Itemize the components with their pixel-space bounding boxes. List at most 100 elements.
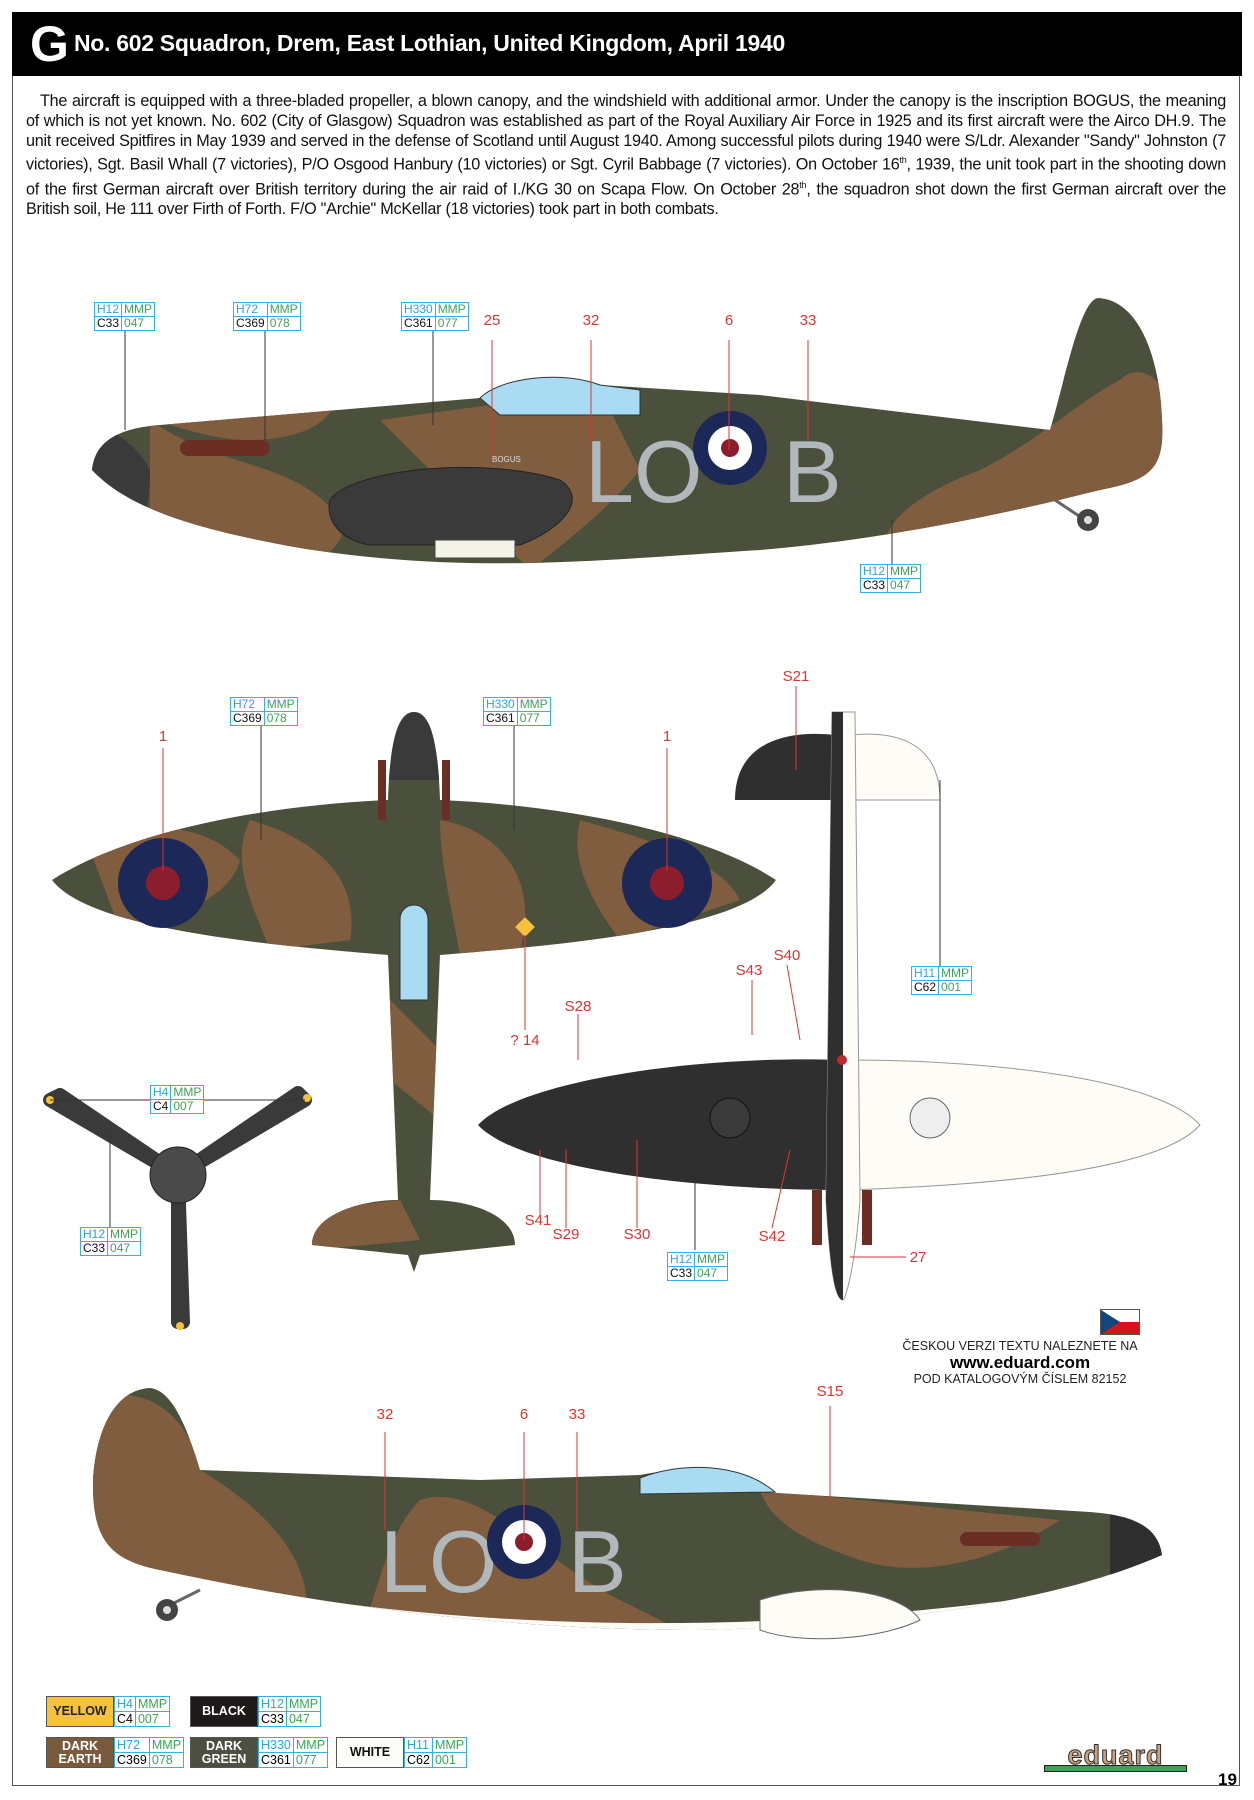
- decal-number: S29: [552, 1226, 580, 1243]
- czech-note-line: ČESKOU VERZI TEXTU NALEZNETE NA: [902, 1339, 1138, 1353]
- decal-number: 32: [582, 312, 600, 329]
- hobby-color-code: H330: [484, 698, 518, 712]
- decal-number: S41: [524, 1212, 552, 1229]
- mr-color-code: C33: [861, 579, 889, 592]
- mr-color-code: C369: [234, 317, 268, 330]
- mmp-number: 078: [266, 711, 287, 725]
- hobby-color-code: H330: [402, 303, 436, 317]
- decal-number: 27: [909, 1249, 927, 1266]
- description-part: , 1939, the unit took part in the shooti…: [26, 155, 1226, 198]
- code-letter-b: B: [783, 422, 842, 521]
- hobby-color-code: H12: [668, 1253, 696, 1267]
- decal-number: S15: [816, 1383, 844, 1400]
- mr-color-code: C33: [95, 317, 123, 330]
- color-code: C62: [405, 1753, 433, 1767]
- mmp-number: 077: [437, 316, 458, 330]
- page-header: G No. 602 Squadron, Drem, East Lothian, …: [12, 12, 1242, 76]
- czech-flag-icon: [1100, 1309, 1140, 1335]
- mmp-number: 077: [519, 711, 540, 725]
- description-text: The aircraft is equipped with a three-bl…: [26, 92, 1226, 220]
- mmp-number: 047: [890, 578, 911, 592]
- hobby-color-code: H12: [95, 303, 123, 317]
- mmp-label: MMP: [267, 302, 300, 317]
- decal-number: S28: [564, 998, 592, 1015]
- color-swatch: WHITE: [336, 1737, 404, 1768]
- ordinal-suffix: th: [899, 155, 907, 166]
- hobby-color-code: H11: [912, 967, 940, 981]
- decal-number: 6: [519, 1406, 529, 1423]
- description-part: The aircraft is equipped with a three-bl…: [26, 92, 1226, 174]
- decal-number: ? 14: [510, 1032, 540, 1049]
- hobby-color-code: H12: [81, 1228, 109, 1242]
- top-planform-view: [52, 712, 776, 1272]
- color-code: 078: [151, 1753, 173, 1767]
- color-code: 007: [137, 1712, 159, 1726]
- page-title: No. 602 Squadron, Drem, East Lothian, Un…: [74, 30, 785, 56]
- mmp-label: MMP: [888, 564, 921, 579]
- mmp-label: MMP: [108, 1227, 141, 1242]
- mmp-label: MMP: [517, 697, 550, 712]
- left-profile-view: BOGUS LO B: [92, 298, 1163, 565]
- mr-color-code: C33: [81, 1242, 109, 1255]
- mr-color-code: C361: [402, 317, 436, 330]
- color-code: H72: [115, 1738, 150, 1753]
- decal-number: 1: [662, 728, 672, 745]
- bogus-inscription: BOGUS: [492, 455, 521, 464]
- color-code: 047: [288, 1712, 310, 1726]
- code-letters-lo: LO: [585, 422, 702, 521]
- mmp-number: 001: [941, 980, 962, 994]
- color-code: C33: [259, 1712, 287, 1726]
- ordinal-suffix: th: [799, 179, 807, 190]
- mmp-number: 078: [269, 316, 290, 330]
- code-letters-lo-right: LO: [380, 1512, 497, 1611]
- decal-number: 33: [568, 1406, 586, 1423]
- right-profile-view: LO B: [92, 1388, 1162, 1640]
- mmp-number: 047: [124, 316, 145, 330]
- mmp-label: MMP: [171, 1085, 204, 1100]
- page-number: 19: [1218, 1770, 1237, 1789]
- color-code: MMP: [432, 1738, 467, 1753]
- eduard-url-link[interactable]: www.eduard.com: [949, 1353, 1091, 1372]
- decal-number: 1: [158, 728, 168, 745]
- color-code: 001: [434, 1753, 456, 1767]
- color-code: H11: [405, 1738, 433, 1753]
- color-code: 077: [295, 1753, 317, 1767]
- code-letter-b-right: B: [568, 1512, 627, 1611]
- czech-note: ČESKOU VERZI TEXTU NALEZNETE NA www.edua…: [900, 1339, 1140, 1387]
- mmp-number: 007: [173, 1099, 194, 1113]
- mr-color-code: C33: [668, 1267, 696, 1280]
- mr-color-code: C62: [912, 981, 940, 994]
- color-code: C4: [115, 1712, 136, 1726]
- mmp-label: MMP: [435, 302, 468, 317]
- decal-number: 6: [724, 312, 734, 329]
- mr-color-code: C4: [151, 1100, 172, 1113]
- decal-number: 33: [799, 312, 817, 329]
- decal-number: S30: [623, 1226, 651, 1243]
- color-swatch: DARK GREEN: [190, 1737, 258, 1768]
- logo-bar: [1044, 1765, 1187, 1772]
- decal-number: S21: [782, 668, 810, 685]
- color-code: H12: [259, 1697, 287, 1712]
- czech-note-line: POD KATALOGOVÝM ČÍSLEM 82152: [913, 1372, 1127, 1386]
- color-code: H4: [115, 1697, 136, 1712]
- decal-number: S43: [735, 962, 763, 979]
